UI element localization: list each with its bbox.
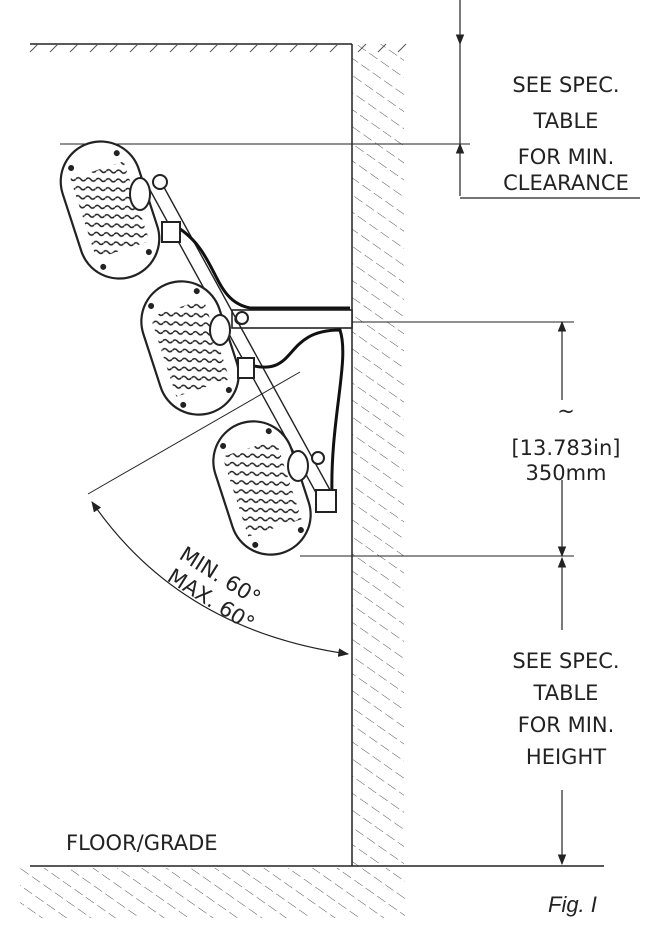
spacing-mm: 350mm xyxy=(526,461,607,485)
heater-3-pivot xyxy=(311,451,325,465)
figure-label: Fig. I xyxy=(548,892,597,917)
heater-3-junction-box xyxy=(315,489,337,513)
angle-dimension xyxy=(87,371,350,657)
heater-1-pivot xyxy=(152,174,168,190)
height-note: SEE SPEC. TABLE FOR MIN. HEIGHT xyxy=(512,649,619,769)
clearance-note: SEE SPEC. TABLE FOR MIN. CLEARANCE xyxy=(503,73,629,195)
floor xyxy=(20,865,604,918)
heater-unit-1 xyxy=(59,140,161,280)
heater-2-junction-box xyxy=(237,357,255,379)
spacing-inches: [13.783in] xyxy=(511,436,620,460)
clearance-dimension xyxy=(455,0,640,199)
spacing-approx: ~ xyxy=(557,399,575,423)
height-note-line-1: SEE SPEC. xyxy=(512,649,619,673)
ceiling xyxy=(29,43,407,53)
heater-1-ring xyxy=(129,177,151,211)
clearance-note-line-4: CLEARANCE xyxy=(503,171,629,195)
heater-2-ring xyxy=(209,314,231,346)
wall xyxy=(351,44,404,866)
clearance-note-line-1: SEE SPEC. xyxy=(512,73,619,97)
spacing-note: ~ [13.783in] 350mm xyxy=(511,399,620,485)
floor-grade-label: FLOOR/GRADE xyxy=(66,831,218,855)
height-note-line-4: HEIGHT xyxy=(526,745,606,769)
clearance-note-line-2: TABLE xyxy=(533,109,599,133)
height-note-line-3: FOR MIN. xyxy=(518,713,615,737)
heater-2-pivot xyxy=(235,311,249,325)
heater-3-ring xyxy=(287,450,309,482)
heater-1-junction-box xyxy=(161,221,181,243)
heater-unit-3 xyxy=(212,420,312,556)
heater-unit-2 xyxy=(140,280,240,416)
height-note-line-2: TABLE xyxy=(533,681,599,705)
clearance-note-line-3: FOR MIN. xyxy=(518,145,615,169)
